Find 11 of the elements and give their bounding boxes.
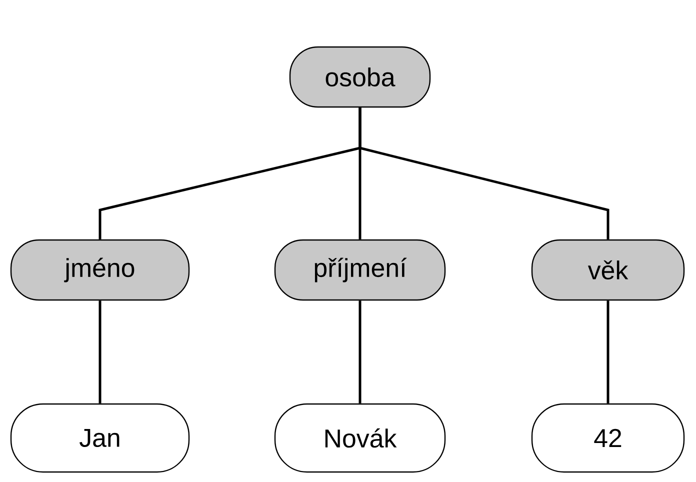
rounded-box: Novák bbox=[274, 403, 446, 473]
connector-line bbox=[358, 300, 362, 404]
connector-line bbox=[358, 108, 610, 240]
rounded-box: 42 bbox=[531, 403, 685, 473]
rounded-box: Jan bbox=[10, 403, 190, 473]
connector-line bbox=[98, 300, 102, 404]
rounded-box: věk bbox=[531, 239, 685, 301]
rounded-box: příjmení bbox=[274, 239, 446, 301]
rounded-box: osoba bbox=[289, 46, 431, 108]
connector-line bbox=[606, 300, 610, 404]
rounded-box: jméno bbox=[10, 239, 190, 301]
